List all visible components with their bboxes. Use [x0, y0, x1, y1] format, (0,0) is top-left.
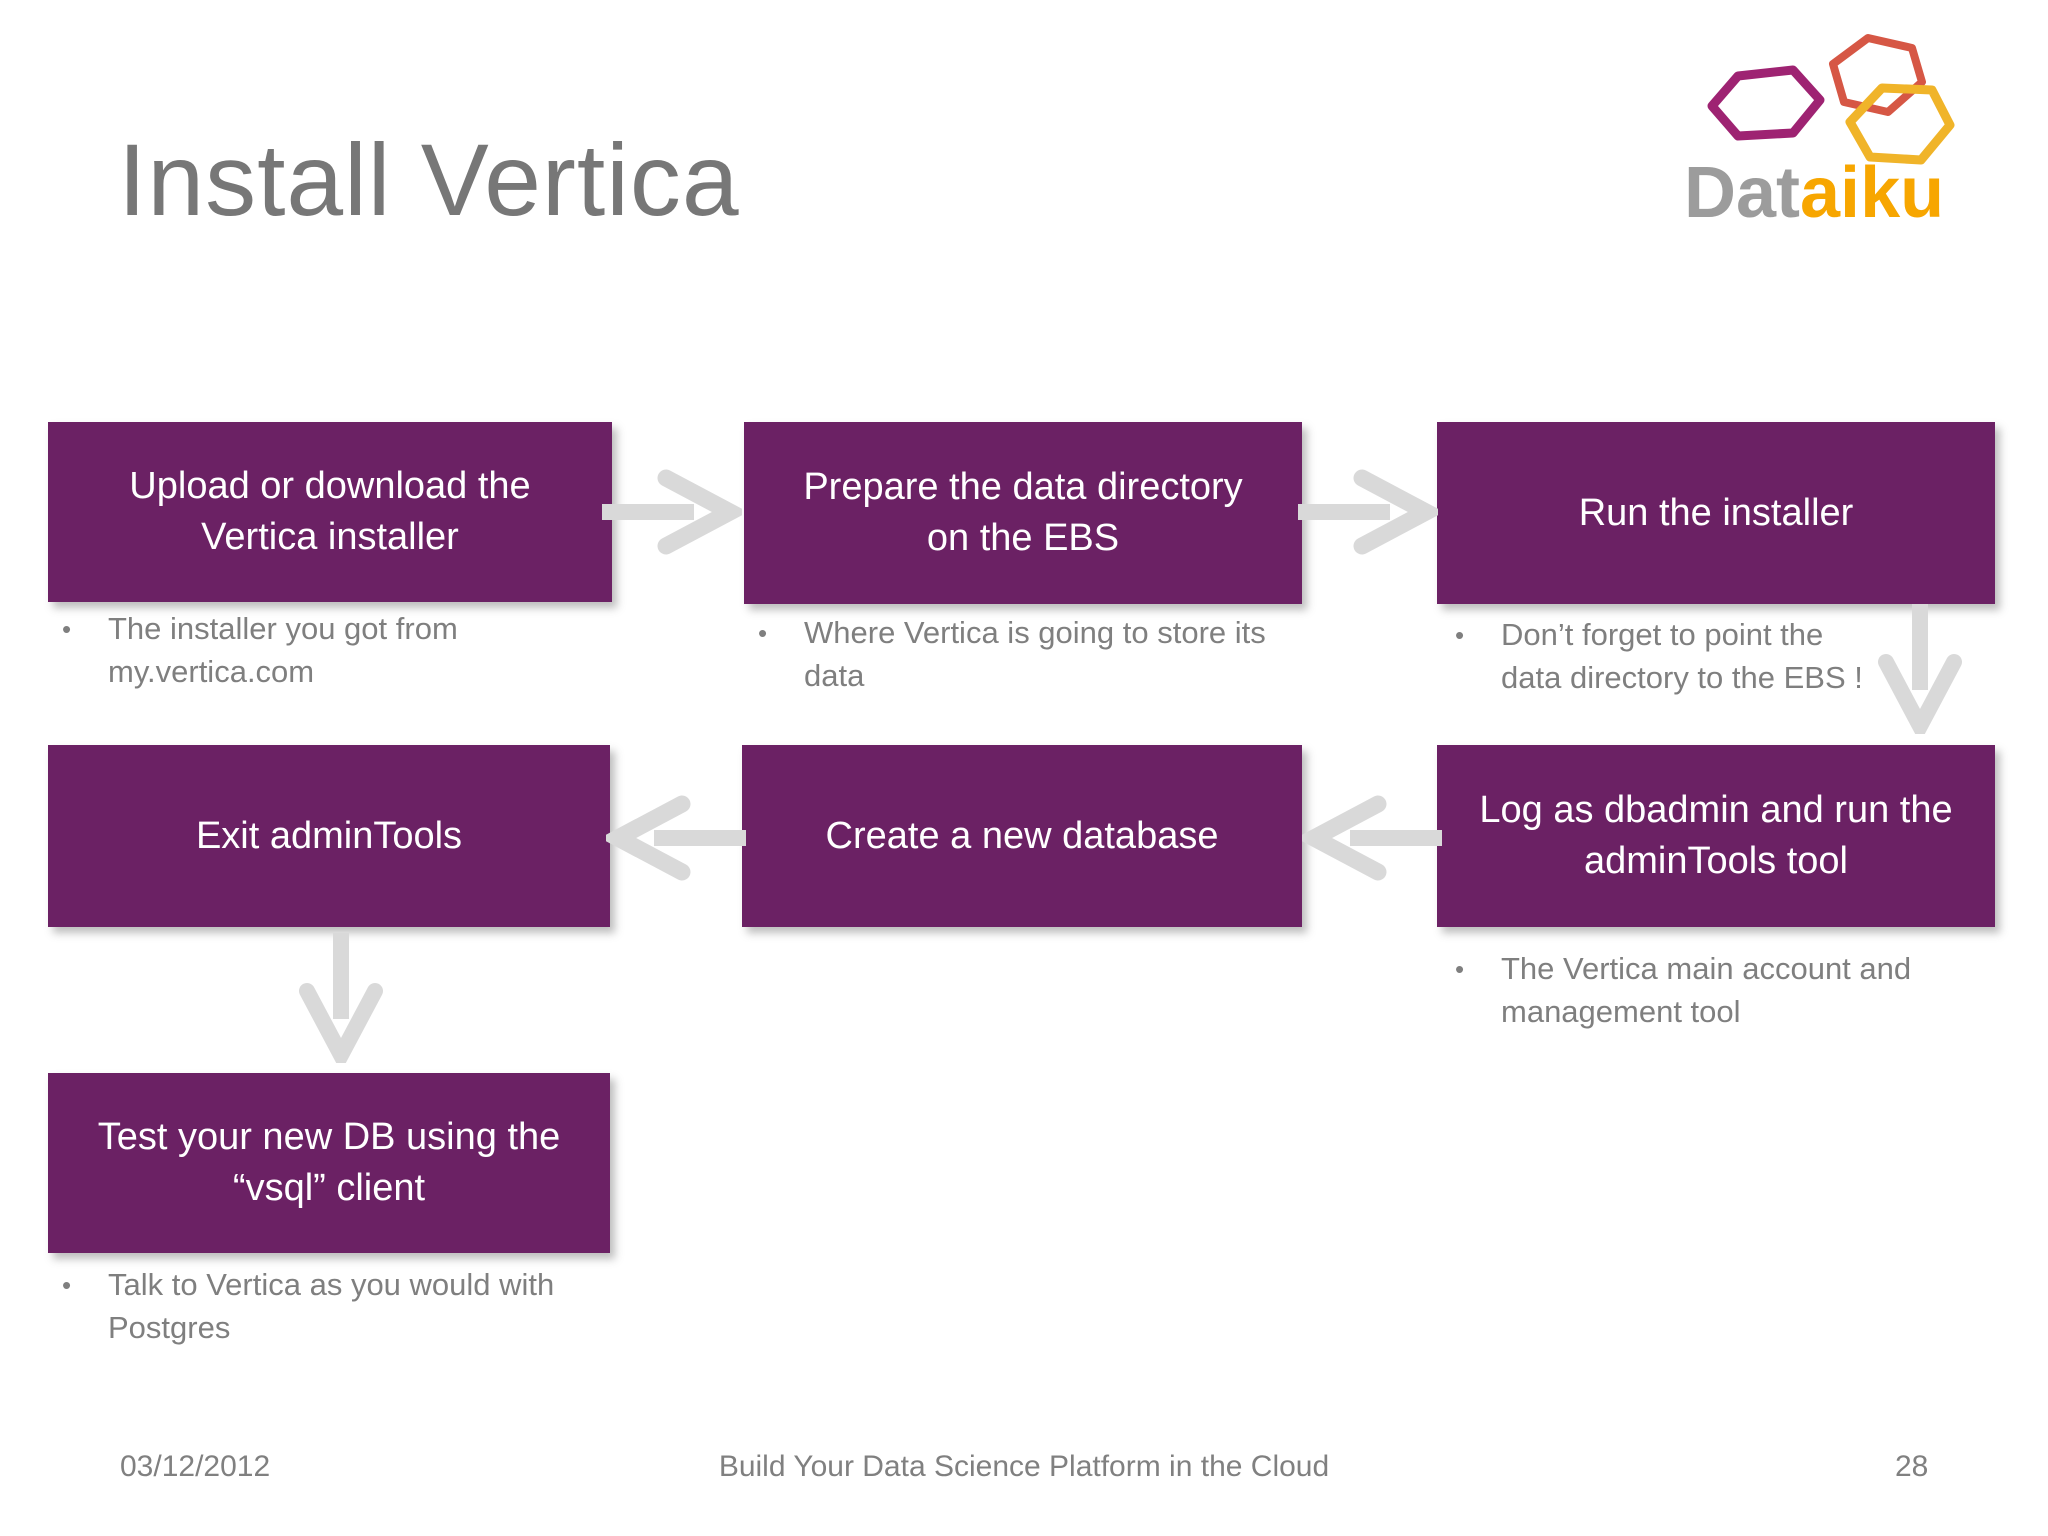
box-label-line: Run the installer [1578, 491, 1854, 534]
purple-hexagon-icon [1707, 65, 1825, 141]
box-label-line: Vertica installer [201, 516, 459, 558]
wordmark-gray-part: Dat [1684, 153, 1801, 233]
page-title: Install Vertica [118, 123, 740, 237]
arrow-right-prepare-to-run-icon [1298, 462, 1438, 562]
yellow-hexagon-icon [1845, 83, 1955, 165]
arrow-down-exit-to-test-icon [291, 933, 391, 1063]
note-upload-installer: • The installer you got from my.vertica.… [62, 608, 522, 694]
footer-title: Build Your Data Science Platform in the … [718, 1450, 1330, 1483]
flow-box-exit-admintools: Exit adminTools [48, 745, 610, 927]
box-label-line: Test your new DB using the [97, 1116, 561, 1159]
red-hexagon-icon [1829, 34, 1926, 116]
note-prepare-data-directory: • Where Vertica is going to store its da… [758, 612, 1298, 698]
note-line: Postgres [108, 1309, 231, 1345]
note-log-dbadmin: • The Vertica main account and managemen… [1455, 948, 1955, 1034]
box-label-line: “vsql” client [232, 1167, 426, 1209]
box-label-line: Upload or download the [129, 465, 531, 508]
box-label-line: Log as dbadmin and run the [1479, 789, 1953, 832]
bullet-icon: • [62, 614, 72, 644]
flow-box-create-database: Create a new database [742, 745, 1302, 927]
footer-date: 03/12/2012 [120, 1450, 271, 1483]
note-line: Where Vertica is going to store its [804, 615, 1266, 650]
bullet-icon: • [758, 618, 768, 648]
note-line: Talk to Vertica as you would with [108, 1267, 555, 1302]
bullet-icon: • [62, 1270, 72, 1300]
dataiku-logo-icon [1698, 26, 1968, 179]
box-label-line: Prepare the data directory [803, 466, 1243, 509]
box-label-line: Exit adminTools [195, 814, 463, 857]
arrow-left-create-to-exit-icon [606, 788, 746, 888]
note-line: The Vertica main account and [1501, 951, 1912, 986]
note-run-installer: • Don’t forget to point the data directo… [1455, 614, 1935, 700]
bullet-icon: • [1455, 954, 1465, 984]
flow-box-prepare-data-directory: Prepare the data directory on the EBS [744, 422, 1302, 604]
arrow-left-log-to-create-icon [1302, 788, 1442, 888]
bullet-icon: • [1455, 620, 1465, 650]
flow-box-log-dbadmin: Log as dbadmin and run the adminTools to… [1437, 745, 1995, 927]
note-line: The installer you got from [108, 611, 458, 646]
arrow-down-run-to-log-icon [1870, 604, 1970, 734]
flow-box-upload-installer: Upload or download the Vertica installer [48, 422, 612, 602]
flow-box-test-db-vsql: Test your new DB using the “vsql” client [48, 1073, 610, 1253]
wordmark-orange-part: aiku [1800, 153, 1945, 233]
note-line: my.vertica.com [108, 653, 315, 689]
note-line: data [804, 657, 865, 693]
arrow-right-upload-to-prepare-icon [602, 462, 742, 562]
box-label-line: on the EBS [926, 517, 1120, 559]
footer-page-number: 28 [1895, 1450, 1929, 1483]
dataiku-wordmark: Dataiku [1684, 152, 1944, 234]
note-line: management tool [1501, 993, 1741, 1029]
note-line: data directory to the EBS ! [1501, 659, 1863, 695]
box-label-line: Create a new database [825, 814, 1219, 857]
note-test-db-vsql: • Talk to Vertica as you would with Post… [62, 1264, 602, 1350]
note-line: Don’t forget to point the [1501, 617, 1824, 652]
flow-box-run-installer: Run the installer [1437, 422, 1995, 604]
box-label-line: adminTools tool [1583, 840, 1849, 882]
